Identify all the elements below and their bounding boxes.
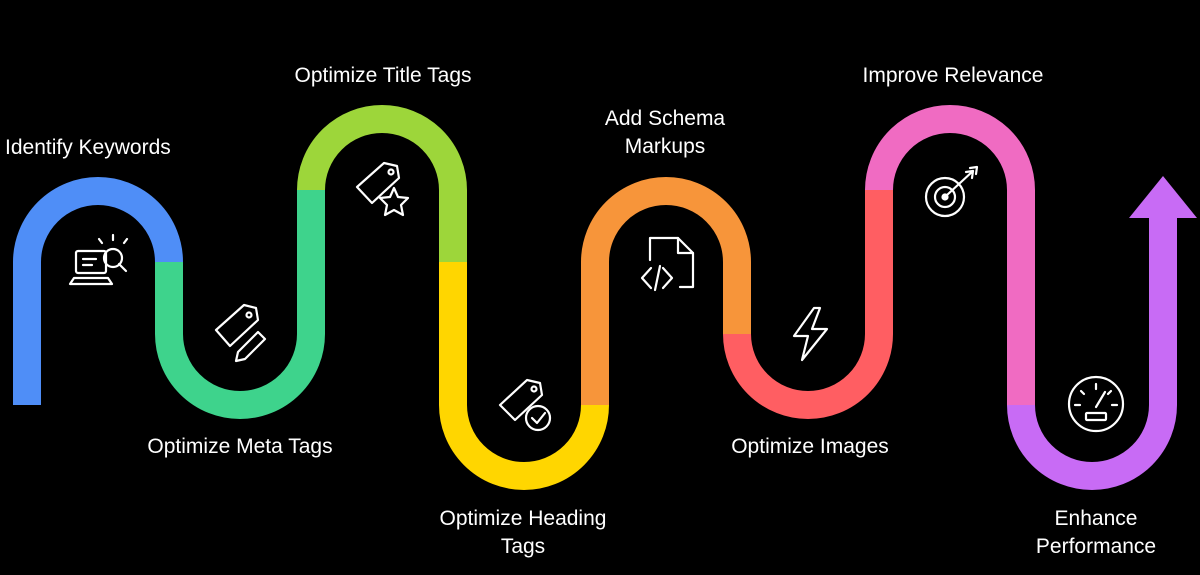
step-label-improve-relevance: Improve Relevance [862,64,1044,87]
path-segment-optimize-title-tags [297,105,467,262]
step-label-line: Optimize Heading [439,507,607,530]
step-label-optimize-title-tags: Optimize Title Tags [294,64,472,87]
path-segment-enhance-performance [1007,218,1177,490]
step-label-optimize-images: Optimize Images [731,435,889,458]
step-label-optimize-meta-tags: Optimize Meta Tags [147,435,333,458]
path-segment-improve-relevance [865,105,1035,405]
step-label-optimize-heading-tags: Optimize Heading Tags [440,505,607,561]
path-segment-identify-keywords [12,177,183,405]
step-label-line: Performance [1035,535,1157,558]
lightning-icon [792,306,829,362]
step-label-enhance-performance: Enhance Performance [1036,505,1156,561]
target-icon [924,165,979,218]
step-label-identify-keywords: Identify Keywords [5,136,171,159]
step-label-line: Tags [500,535,546,558]
speedometer-icon [1067,375,1125,433]
path-segment-optimize-meta-tags [155,190,325,419]
code-file-icon [640,236,695,292]
step-label-add-schema-markups: Add Schema Markups [605,105,725,161]
path-segment-add-schema-markups [581,177,751,405]
step-label-line: Add Schema [604,107,726,130]
tag-check-icon [498,378,552,432]
path-segment-optimize-heading-tags [439,262,609,490]
step-label-line: Enhance [1054,507,1138,530]
laptop-search-icon [68,233,129,286]
tag-pencil-icon [214,303,267,363]
step-label-line: Markups [624,135,706,158]
tag-star-icon [355,161,410,217]
arrow-head [1129,176,1197,218]
path-segment-optimize-images [723,190,893,419]
